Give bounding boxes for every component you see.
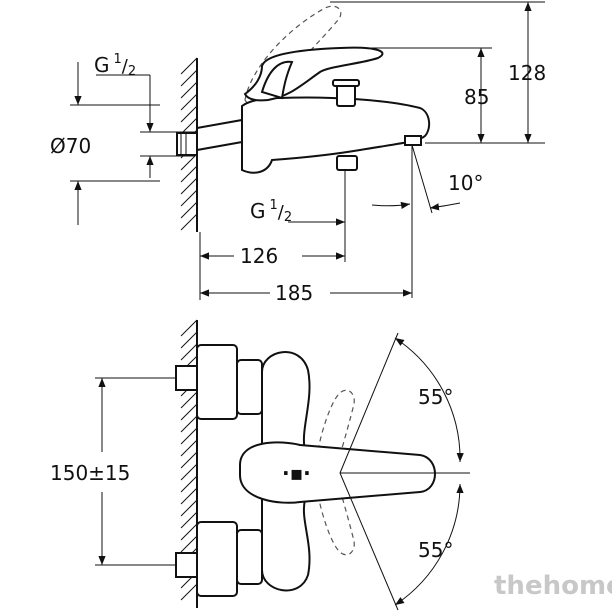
wall-hatch-line xyxy=(180,535,198,553)
faucet-body-side xyxy=(176,46,431,174)
angle-10-label: 10° xyxy=(448,171,483,195)
wall-hatch-line xyxy=(180,415,198,433)
wall-hatch-line xyxy=(180,487,198,505)
wall-hatch-line xyxy=(180,153,198,171)
thread-top-num: 1 xyxy=(114,52,122,67)
dim-diameter-label: Ø70 xyxy=(50,134,91,158)
wall-hatch-line xyxy=(180,213,198,231)
dim-128-label: 128 xyxy=(508,61,546,85)
wall-hatch-line xyxy=(180,105,198,123)
wall-hatch-line xyxy=(180,57,198,75)
dim-126-label: 126 xyxy=(240,244,278,268)
handle-rotated-down-outline xyxy=(317,489,355,556)
angle-lower-label: 55° xyxy=(418,538,453,562)
handle-rotated-up-outline xyxy=(317,389,355,456)
dim-185-label: 185 xyxy=(275,281,313,305)
dimension-128: 128 xyxy=(330,1,546,144)
thread-top-den: 2 xyxy=(128,64,136,79)
handle-logo: ·▪· xyxy=(282,461,311,485)
wall-hatch-line xyxy=(180,463,198,481)
wall-hatch-line xyxy=(180,93,198,111)
wall-hatch-line xyxy=(180,189,198,207)
raised-handle-outline xyxy=(244,5,342,110)
wall-hatch-line xyxy=(180,523,198,541)
wall-hatch-line xyxy=(180,331,198,349)
wall-hatch-line xyxy=(180,403,198,421)
thread-bottom-num: 1 xyxy=(270,198,278,213)
dim-85-label: 85 xyxy=(464,85,489,109)
wall-hatch-line xyxy=(180,319,198,337)
wall-hatch-line xyxy=(180,201,198,219)
wall-hatch-line xyxy=(180,391,198,409)
wall-hatch-line xyxy=(180,583,198,601)
faucet-body-top: ·▪· xyxy=(175,344,436,597)
dimension-angle-10: 10° xyxy=(371,144,483,298)
wall-hatch-line xyxy=(180,69,198,87)
dimension-126: 126 xyxy=(199,232,345,300)
wall-hatch-line xyxy=(180,511,198,529)
wall-hatch-line xyxy=(180,177,198,195)
wall-hatch-line xyxy=(180,343,198,361)
dimension-angle-55: 55° 55° xyxy=(339,332,470,611)
wall-hatch-line xyxy=(180,165,198,183)
wall-hatch-line xyxy=(180,475,198,493)
dim-spacing-label: 150±15 xyxy=(50,461,130,485)
dimension-85: 85 xyxy=(464,48,489,143)
wall-hatch-line xyxy=(180,117,198,135)
wall-hatch-line xyxy=(180,81,198,99)
wall-hatch-line xyxy=(180,451,198,469)
thread-bottom-base: G xyxy=(250,199,266,223)
wall-hatch-line xyxy=(180,427,198,445)
wall-hatch-line xyxy=(180,499,198,517)
thread-top-base: G xyxy=(94,53,110,77)
dimension-185: 185 xyxy=(200,281,412,305)
dimension-spacing: 150±15 xyxy=(50,377,176,566)
angle-upper-label: 55° xyxy=(418,385,453,409)
wall-hatch-line xyxy=(180,439,198,457)
thread-bottom-den: 2 xyxy=(284,210,292,225)
top-view: ·▪· 150±15 55° 55° xyxy=(50,319,470,611)
watermark: thehome xyxy=(494,571,612,601)
